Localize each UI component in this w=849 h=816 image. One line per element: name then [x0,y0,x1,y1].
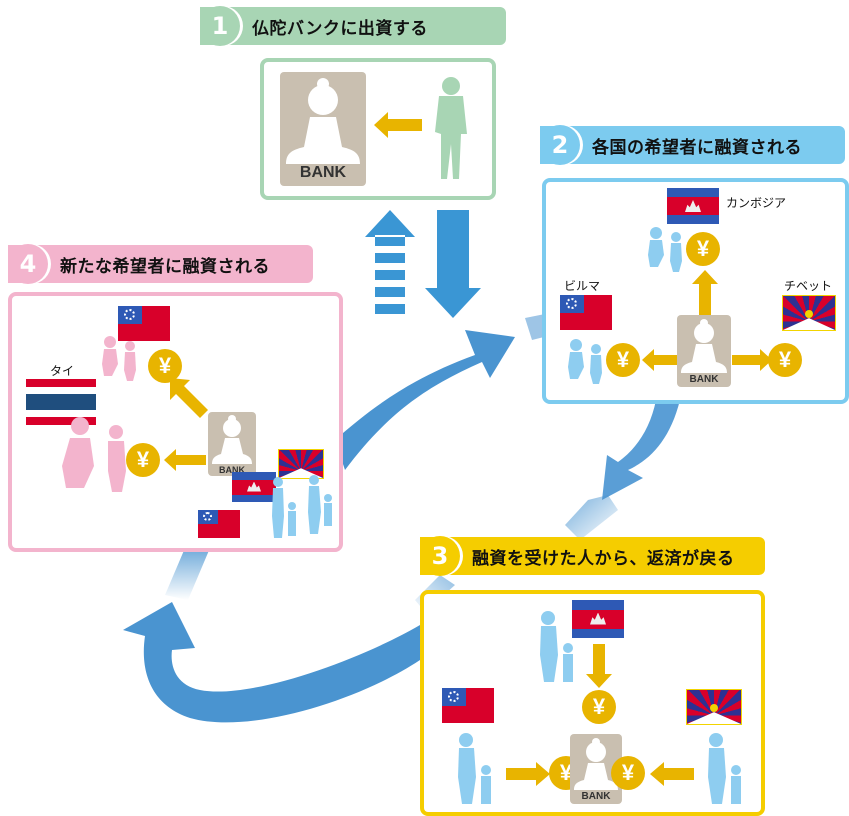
yen-coin-icon: ¥ [582,690,616,724]
cambodia-flag [667,188,719,224]
bank-label: BANK [299,164,347,181]
money-arrow-right-icon [732,349,772,371]
thailand-flag [26,379,96,425]
money-arrow-down-icon [586,644,612,688]
step-2-title: 各国の希望者に融資される [592,137,802,158]
borrower-silhouette-thailand [62,417,126,492]
step-2-panel: カンボジア ¥ ビルマ ¥ BANK ¥ チベット [542,178,849,404]
bank-icon: BANK [280,72,366,186]
country-label-tibet: チベット [784,279,833,293]
yen-coin-icon: ¥ [768,343,802,377]
step-4-title: 新たな希望者に融資される [60,256,270,277]
bank-icon: BANK [208,412,256,476]
step-2-header: 2 各国の希望者に融資される [540,125,845,165]
funding-down-arrow-icon [425,210,481,318]
step-4-number: 4 [8,244,48,284]
borrower-silhouettes-group [272,475,332,538]
yen-coin-icon: ¥ [686,232,720,266]
yen-coin-icon: ¥ [148,349,182,383]
bank-icon: BANK [677,315,731,387]
money-arrow-left-icon [374,112,422,138]
burma-flag [198,510,240,538]
step-1-header: 1 仏陀バンクに出資する [200,6,506,46]
step-1-panel: BANK [260,58,496,200]
buddha-icon [212,415,252,464]
bank-label: BANK [689,374,719,385]
money-arrow-left-icon [164,449,206,471]
burma-flag [442,688,494,723]
step-1-title: 仏陀バンクに出資する [252,18,428,39]
country-label-thailand: タイ [50,364,75,378]
bank-label: BANK [219,465,245,475]
borrower-silhouette-cambodia [540,611,573,682]
money-arrow-up-icon [692,270,718,318]
investment-up-arrow-icon [365,210,415,314]
country-label-burma: ビルマ [564,279,601,293]
tibet-flag [782,295,836,331]
investor-silhouette [435,77,467,179]
flow-arrow-fade-4 [165,548,210,600]
burma-flag [118,306,170,341]
money-arrow-right-icon [506,762,550,786]
step-3-title: 融資を受けた人から、返済が戻る [472,548,735,569]
borrower-silhouette-cambodia [648,227,682,272]
money-arrow-left-icon [650,762,694,786]
cambodia-flag [232,472,276,502]
step-3-header: 3 融資を受けた人から、返済が戻る [420,536,765,576]
money-arrow-left-icon [642,349,682,371]
flow-arrow-fade-3 [565,495,618,540]
flow-arrow-3-to-4 [123,602,420,723]
yen-coin-icon: ¥ [126,443,160,477]
tibet-flag [278,449,324,479]
borrower-silhouette-burma [102,336,136,381]
borrower-silhouette-tibet [708,733,741,804]
yen-coin-icon: ¥ [611,756,645,790]
buddha-icon [286,78,360,164]
flow-arrow-2-to-3 [602,400,680,500]
step-2-number: 2 [540,125,580,165]
step-4-header: 4 新たな希望者に融資される [8,244,313,284]
borrower-silhouette-burma [458,733,491,804]
flow-arrow-4-to-2 [335,330,515,470]
bank-label: BANK [581,791,611,802]
burma-flag [560,295,612,330]
buddha-icon [681,319,727,373]
yen-coin-icon: ¥ [606,343,640,377]
step-1-number: 1 [200,6,240,46]
step-3-panel: ¥ ¥ BANK ¥ [420,590,765,816]
step-3-number: 3 [420,536,460,576]
step-4-panel: ¥ タイ ¥ BANK [8,292,343,552]
buddha-icon [574,738,618,790]
country-label-cambodia: カンボジア [726,196,787,210]
money-arrow-up-left-icon [170,378,208,418]
cambodia-flag [572,600,624,638]
borrower-silhouette-burma [568,339,602,384]
tibet-flag [686,689,742,725]
